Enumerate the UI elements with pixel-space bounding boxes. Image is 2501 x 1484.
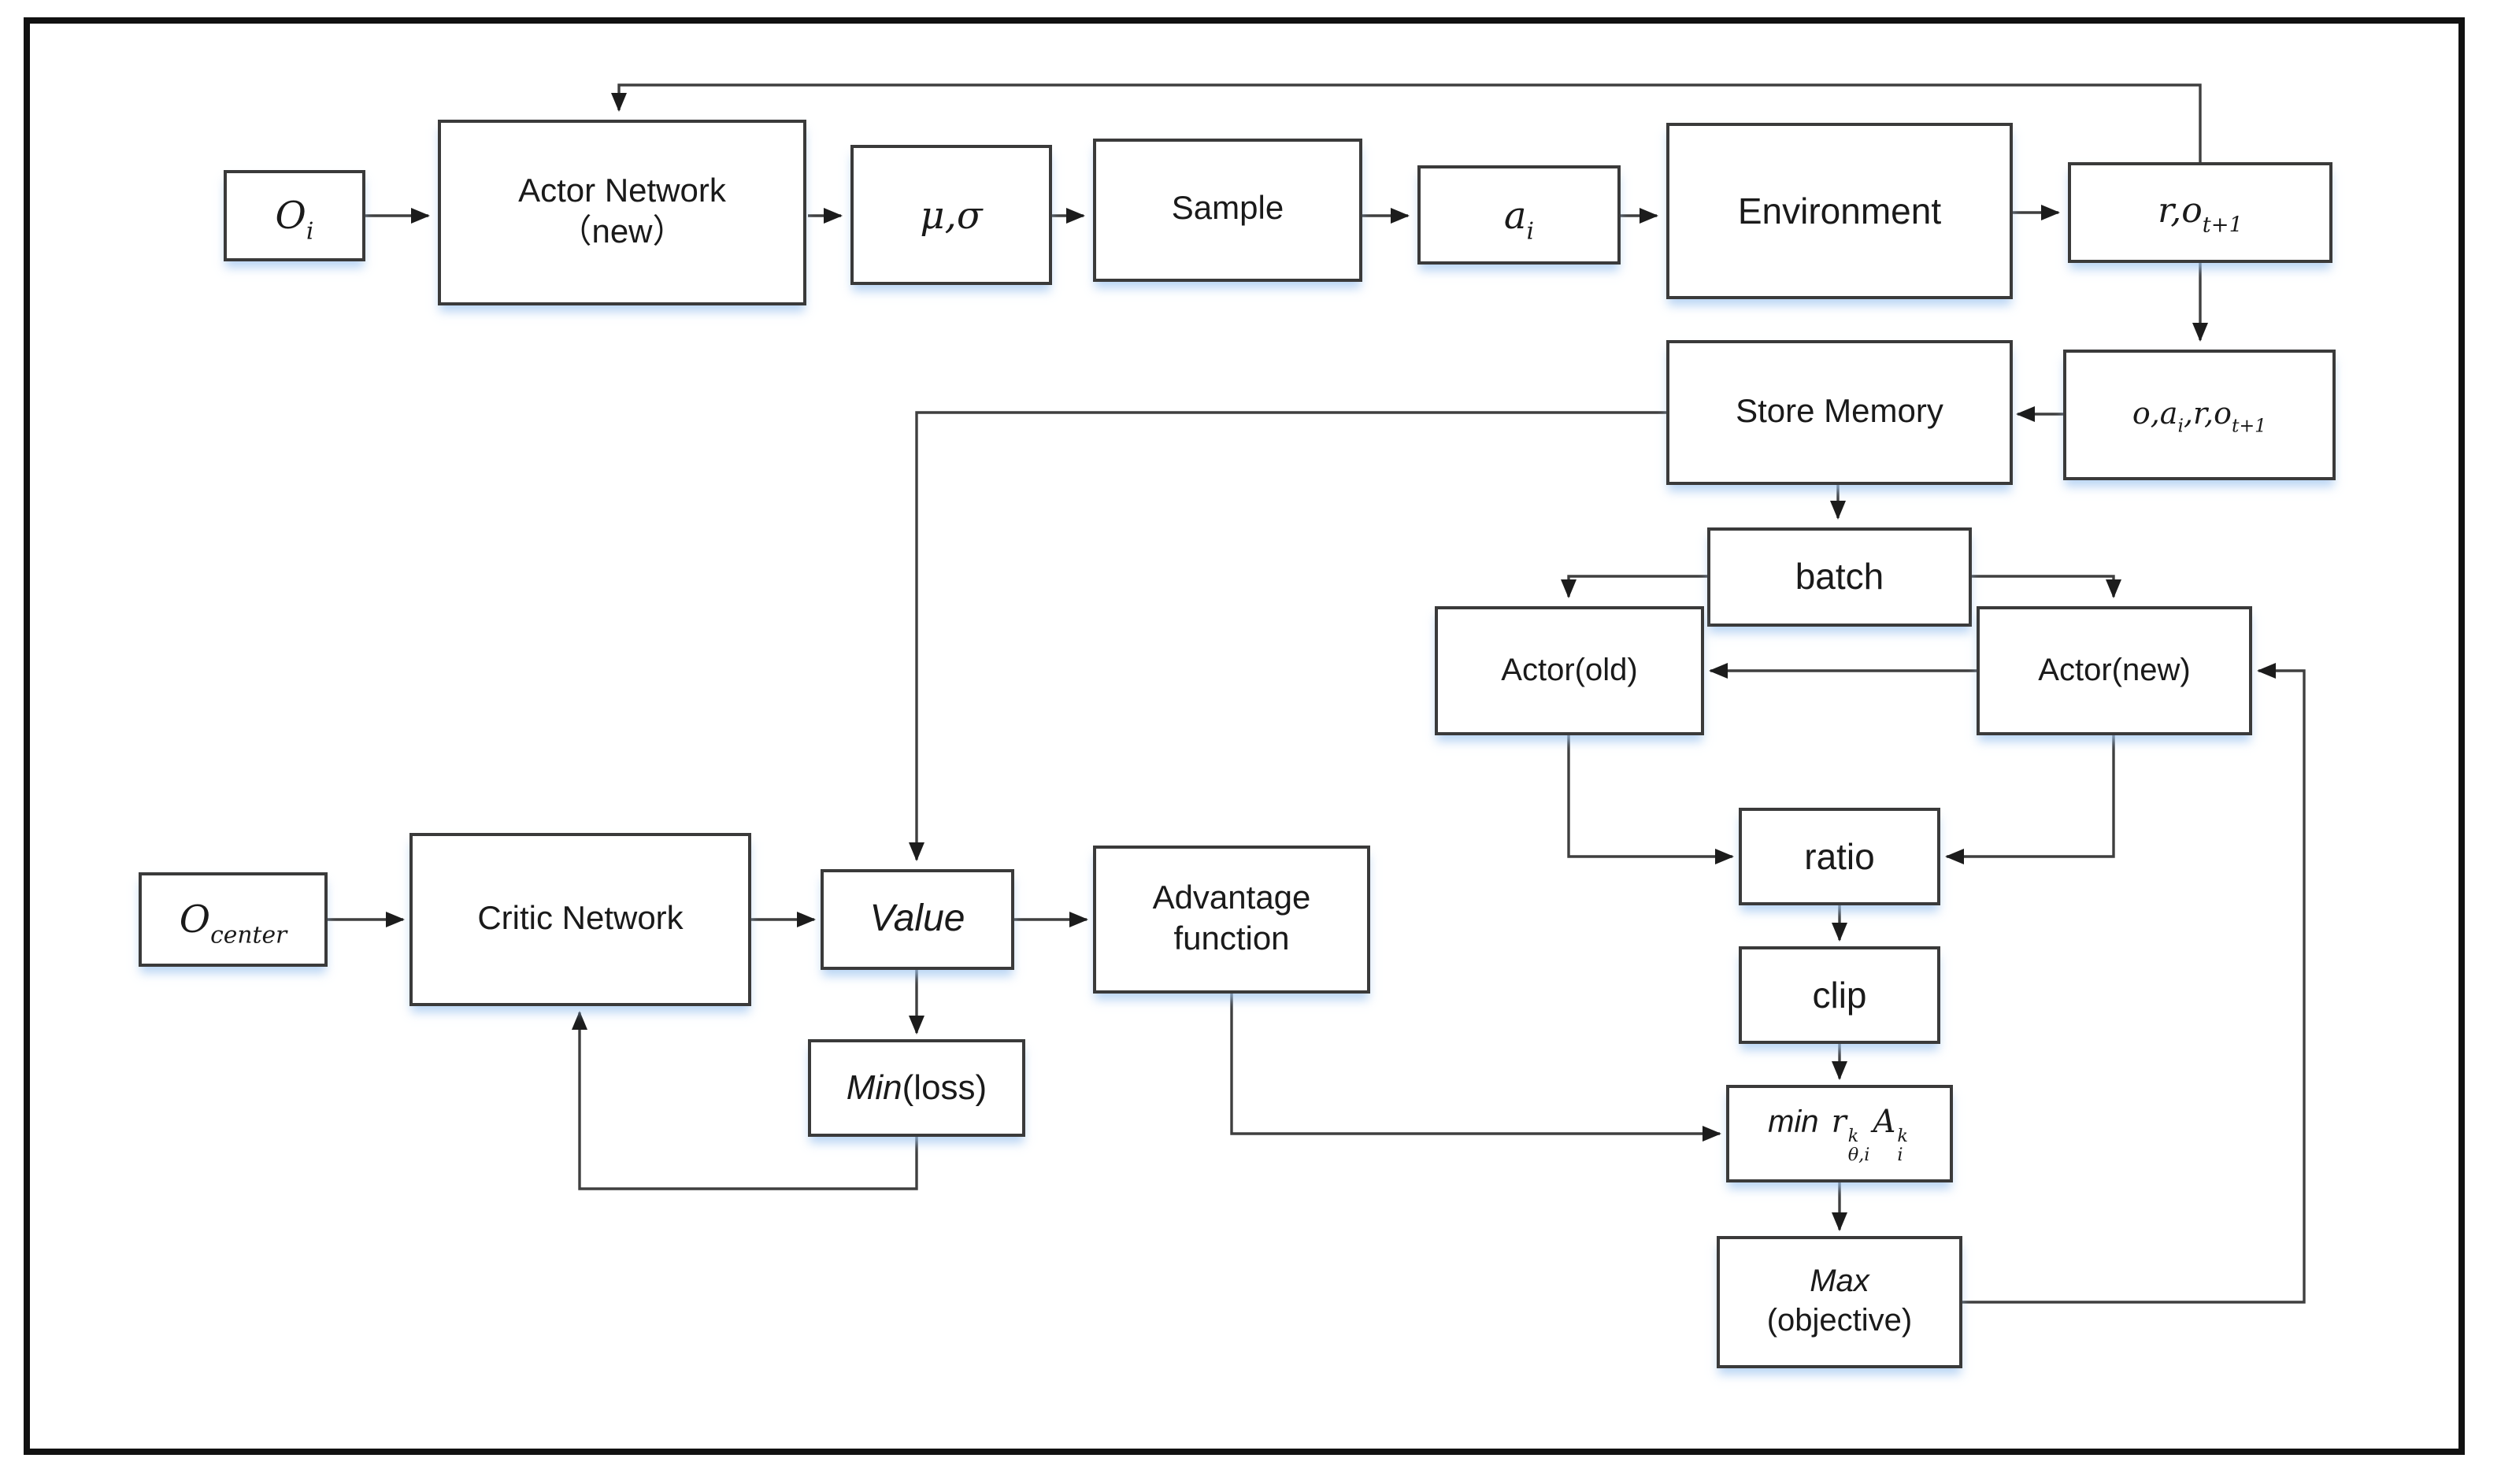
actor-network-label-line1: Actor Network — [518, 172, 726, 209]
edge-batch-to-actor-new — [1972, 575, 2121, 598]
reward-next-obs-label: r,ot+1 — [2158, 192, 2243, 239]
transition-tuple-label: o,ai,r,ot+1 — [2132, 396, 2267, 436]
node-store-memory: Store Memory — [1666, 340, 2013, 485]
edge-batch-to-actor-old — [1561, 575, 1707, 598]
max-objective-label-line1: Max — [1810, 1264, 1869, 1299]
advantage-label-line2: function — [1173, 921, 1290, 957]
node-reward-next-obs: r,ot+1 — [2068, 162, 2332, 263]
edge-actor-old-to-ratio — [1567, 735, 1734, 864]
sample-label: Sample — [1171, 191, 1284, 228]
edge-actor-new-to-ratio — [1945, 735, 2115, 864]
edge-store-memory-to-value — [909, 411, 1666, 861]
edge-max-objective-to-actor-new — [1962, 663, 2306, 1304]
actor-network-label-line2: （new） — [558, 214, 686, 250]
clip-label: clip — [1812, 974, 1867, 1016]
node-action-i: ai — [1417, 165, 1621, 265]
observation-i-label: Oi — [275, 194, 314, 246]
node-min-loss: Min(loss) — [808, 1039, 1025, 1137]
value-label: Value — [869, 897, 965, 940]
node-actor-old: Actor(old) — [1435, 606, 1704, 735]
node-mu-sigma: μ,σ — [850, 145, 1052, 285]
critic-network-label: Critic Network — [477, 900, 684, 937]
node-environment: Environment — [1666, 123, 2013, 299]
node-ratio: ratio — [1739, 808, 1940, 905]
store-memory-label: Store Memory — [1736, 393, 1943, 430]
edge-ro-feedback-to-actor-network — [611, 83, 2202, 162]
observation-center-label: Ocenter — [179, 897, 287, 949]
node-clip: clip — [1739, 946, 1940, 1044]
node-max-objective: Max (objective) — [1717, 1236, 1962, 1368]
node-transition-tuple: o,ai,r,ot+1 — [2063, 350, 2336, 480]
node-value: Value — [821, 869, 1014, 970]
node-sample: Sample — [1093, 139, 1362, 282]
node-observation-i: Oi — [224, 170, 365, 261]
ratio-label: ratio — [1804, 835, 1875, 877]
advantage-label-line1: Advantage — [1152, 879, 1311, 916]
min-loss-label: Min(loss) — [846, 1068, 987, 1108]
action-i-label: ai — [1503, 193, 1535, 245]
node-critic-network: Critic Network — [409, 833, 751, 1006]
node-actor-network-new: Actor Network （new） — [438, 120, 806, 305]
edge-min-loss-to-critic — [572, 1011, 918, 1190]
node-observation-center: Ocenter — [139, 872, 328, 967]
node-batch: batch — [1707, 527, 1972, 627]
node-actor-new: Actor(new) — [1977, 606, 2252, 735]
actor-old-label: Actor(old) — [1501, 653, 1638, 687]
actor-new-label: Actor(new) — [2038, 653, 2191, 687]
mu-sigma-label: μ,σ — [920, 193, 983, 237]
edge-advantage-to-min-ra — [1230, 994, 1721, 1142]
batch-label: batch — [1795, 556, 1884, 598]
environment-label: Environment — [1737, 190, 1942, 231]
node-advantage-function: Advantage function — [1093, 846, 1370, 994]
max-objective-label-line2: (objective) — [1766, 1304, 1913, 1338]
